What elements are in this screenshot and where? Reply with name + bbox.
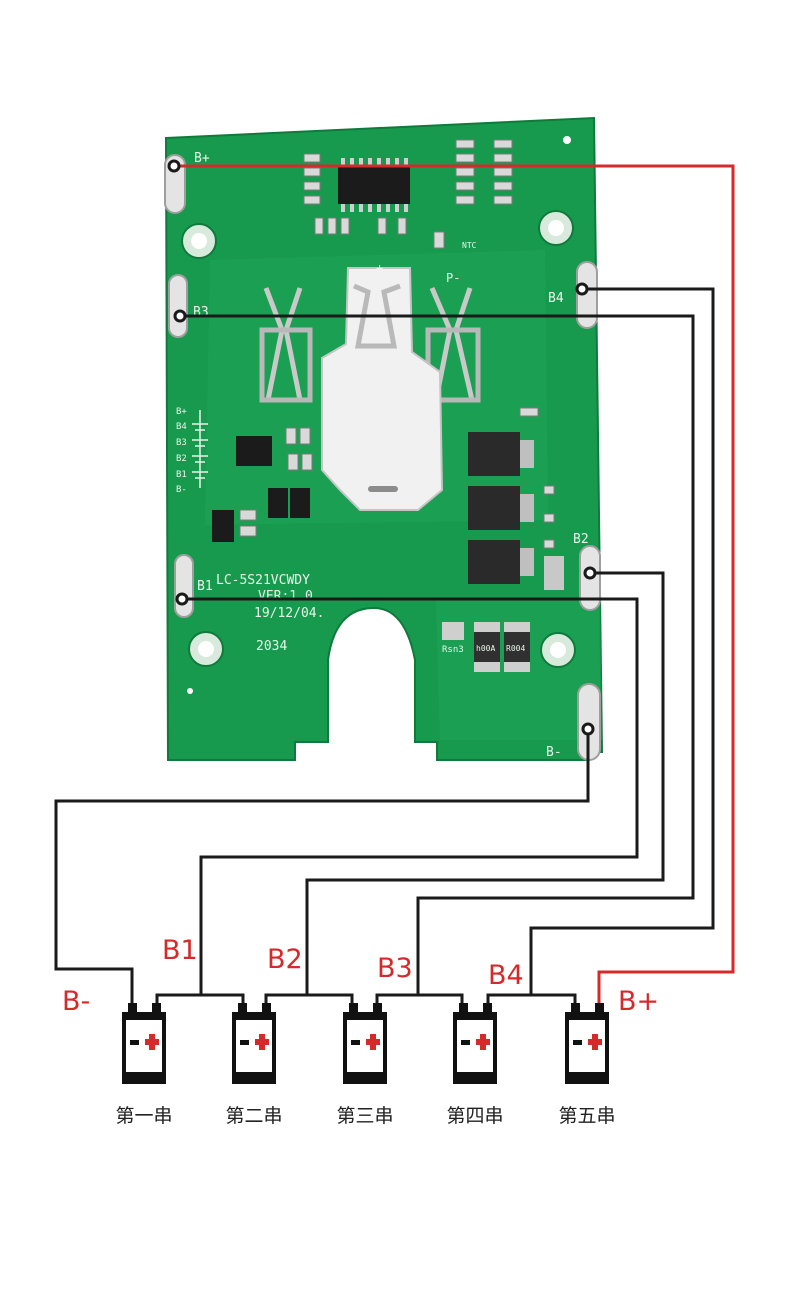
pad-label-b2: B2 — [573, 532, 589, 547]
board-model: LC-5S21VCWDY — [216, 573, 310, 588]
cell-terminal-negative — [459, 1003, 468, 1012]
mosfet-q1 — [236, 436, 272, 466]
board-date: 19/12/04. — [254, 606, 324, 621]
battery-cell: 第四串 — [446, 1003, 504, 1127]
terminal-plus-label: + — [376, 261, 383, 275]
shunt-label-1: h00A — [476, 644, 495, 653]
cell-terminal-positive — [373, 1003, 382, 1012]
wire-label-b2: B2 — [267, 944, 303, 975]
marker-b1 — [175, 592, 189, 606]
solder-pads — [164, 154, 601, 761]
cell-label: 第一串 — [115, 1105, 172, 1127]
wire-label-b1: B1 — [162, 935, 198, 966]
cell-terminal-positive — [152, 1003, 161, 1012]
cell-terminal-positive — [595, 1003, 604, 1012]
series-link — [264, 993, 354, 1006]
pad-label-b4: B4 — [548, 291, 564, 306]
cell-terminal-positive — [483, 1003, 492, 1012]
cell-window — [236, 1020, 272, 1072]
cell-terminal-negative — [128, 1003, 137, 1012]
cell-terminal-positive — [262, 1003, 271, 1012]
wire-label-b-plus: B+ — [618, 986, 659, 1017]
series-link — [375, 993, 464, 1006]
marker-b2 — [583, 566, 597, 580]
marker-b3 — [173, 309, 187, 323]
wire-label-b-minus: B- — [62, 986, 90, 1017]
plus-icon — [592, 1034, 598, 1050]
cell-label: 第三串 — [336, 1105, 393, 1127]
minus-icon — [130, 1040, 139, 1045]
cell-window — [126, 1020, 162, 1072]
board-version: VER:1.0 — [258, 589, 313, 604]
smd-components — [239, 139, 555, 549]
cell-window — [457, 1020, 493, 1072]
marker-b-minus — [581, 722, 595, 736]
minus-icon — [351, 1040, 360, 1045]
battery-cell: 第一串 — [115, 1003, 173, 1127]
wire-end-markers — [167, 159, 597, 736]
wire-label-b4: B4 — [488, 960, 524, 991]
pad-label-b3: B3 — [193, 305, 209, 320]
cell-symbol-silk — [192, 410, 208, 488]
wire-b1 — [182, 597, 639, 995]
cell-terminal-negative — [238, 1003, 247, 1012]
wire-label-b3: B3 — [377, 953, 413, 984]
battery-cells: 第一串 第二串 第三串 第四串 第五串 — [115, 1003, 616, 1127]
cell-window — [569, 1020, 605, 1072]
cell-terminal-negative — [349, 1003, 358, 1012]
battery-cell: 第三串 — [336, 1003, 394, 1127]
shunt-label-2: R004 — [506, 644, 525, 653]
wire-b2 — [305, 571, 665, 995]
connector-housing — [321, 267, 444, 511]
legend-mark: B3 — [176, 438, 187, 448]
pad-label-b1: B1 — [197, 579, 213, 594]
wiring — [54, 164, 735, 1006]
cell-terminal-negative — [571, 1003, 580, 1012]
wire-b-minus — [54, 729, 590, 1006]
plus-icon — [370, 1034, 376, 1050]
pad-label-b-plus: B+ — [194, 151, 210, 166]
minus-icon — [461, 1040, 470, 1045]
series-link — [486, 993, 577, 1006]
mounting-holes — [181, 136, 576, 694]
cell-label: 第四串 — [446, 1105, 503, 1127]
pad-label-b-minus: B- — [546, 745, 562, 760]
wire-b4 — [529, 287, 715, 995]
plus-icon — [259, 1034, 265, 1050]
battery-cell: 第五串 — [558, 1003, 616, 1127]
wire-b3 — [180, 314, 695, 995]
shunt-resistors — [442, 622, 530, 672]
legend-mark: B2 — [176, 454, 187, 464]
bms-chip — [338, 158, 410, 212]
cell-label: 第五串 — [558, 1105, 615, 1127]
legend-mark: B- — [176, 485, 187, 495]
legend-mark: B4 — [176, 422, 187, 432]
pcb-board: B+ B4 B3 B2 B1 B- B+ B3 B4 B1 B2 B- LC-5… — [164, 116, 604, 761]
cell-window — [347, 1020, 383, 1072]
legend-mark: B+ — [176, 407, 187, 417]
plus-icon — [480, 1034, 486, 1050]
plus-icon — [149, 1034, 155, 1050]
legend-mark: B1 — [176, 470, 187, 480]
ntc-label: NTC — [462, 241, 477, 250]
marker-b-plus — [167, 159, 181, 173]
minus-icon — [240, 1040, 249, 1045]
minus-icon — [573, 1040, 582, 1045]
marker-b4 — [575, 282, 589, 296]
board-code: 2034 — [256, 639, 287, 654]
terminal-minus-label: P- — [446, 271, 460, 285]
wire-b-plus — [174, 164, 735, 1006]
power-mosfets — [468, 432, 564, 590]
series-link — [155, 993, 245, 1006]
resistor-label: Rsn3 — [442, 645, 464, 655]
cell-label: 第二串 — [225, 1105, 282, 1127]
battery-cell: 第二串 — [225, 1003, 283, 1127]
